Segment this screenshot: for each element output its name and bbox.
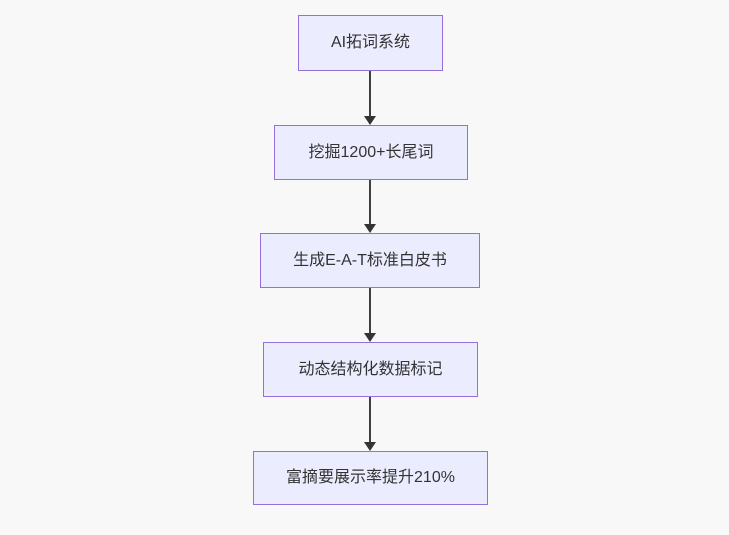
flow-node-dynamic-structured-data-markup: 动态结构化数据标记: [263, 342, 478, 397]
flow-node-label: 生成E-A-T标准白皮书: [293, 251, 447, 269]
flow-node-generate-eat-whitepaper: 生成E-A-T标准白皮书: [260, 233, 480, 288]
flow-edge-arrow: [364, 71, 376, 125]
flow-node-rich-snippet-rate-increase: 富摘要展示率提升210%: [253, 451, 488, 505]
flow-node-label: 富摘要展示率提升210%: [286, 469, 455, 486]
arrowhead-down-icon: [364, 224, 376, 233]
flow-node-mine-longtail-keywords: 挖掘1200+长尾词: [274, 125, 468, 180]
arrowhead-down-icon: [364, 333, 376, 342]
arrowhead-down-icon: [364, 442, 376, 451]
arrow-line: [369, 71, 371, 116]
flow-edge-arrow: [364, 180, 376, 233]
flow-edge-arrow: [364, 397, 376, 451]
arrow-line: [369, 397, 371, 442]
arrow-line: [369, 180, 371, 224]
arrow-line: [369, 288, 371, 333]
arrowhead-down-icon: [364, 116, 376, 125]
flow-node-ai-word-expansion-system: AI拓词系统: [298, 15, 443, 71]
flow-node-label: AI拓词系统: [330, 34, 411, 51]
flow-node-label: 动态结构化数据标记: [298, 360, 443, 378]
flow-node-label: 挖掘1200+长尾词: [308, 143, 434, 161]
flow-edge-arrow: [364, 288, 376, 342]
